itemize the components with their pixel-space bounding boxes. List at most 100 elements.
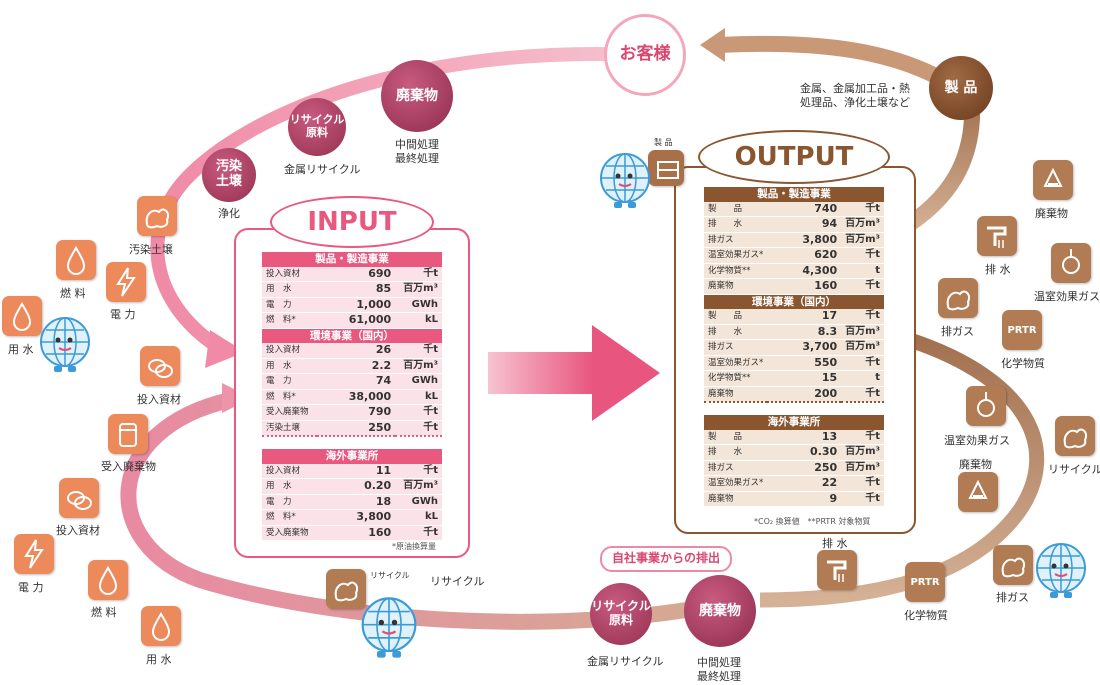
prtr-icon-2-label: 化学物質 [904, 609, 948, 622]
row-label: 廃棄物 [708, 281, 734, 291]
customer-label: お客様 [619, 44, 671, 65]
treatment-top-label: 中間処理 最終処理 [395, 138, 439, 166]
row-label: 投入資材 [266, 268, 301, 279]
product-node-label: 製 品 [944, 79, 978, 96]
row-unit: 千t [865, 430, 880, 442]
waste-icon [1033, 160, 1073, 200]
section-header: 製品・製造事業 [262, 252, 442, 267]
bottom-arc [120, 392, 742, 630]
power-icon-label: 電 力 [110, 308, 136, 321]
row-value: 13 [821, 429, 838, 443]
drain-icon [977, 216, 1017, 256]
table-row: 排ガス 3,800 百万m³ [704, 232, 884, 248]
treatment-bottom-label: 中間処理 最終処理 [697, 656, 741, 684]
row-label: 排ガス [708, 462, 734, 473]
row-unit: 千t [865, 310, 880, 321]
row-unit: 千t [423, 526, 438, 538]
row-value: 22 [821, 476, 838, 489]
row-label: 用 水 [266, 481, 292, 491]
recycle-small-label: リサイクル [370, 571, 410, 580]
purification-label: 浄化 [218, 207, 240, 220]
row-unit: 千t [423, 267, 438, 279]
fuel-icon-2-label: 燃 料 [91, 606, 117, 619]
row-value: 11 [375, 463, 392, 477]
material-icon-2 [59, 478, 99, 518]
row-unit: 百万m³ [845, 218, 880, 229]
product-icon [648, 150, 684, 186]
row-value: 15 [821, 371, 838, 384]
row-unit: t [875, 264, 880, 276]
row-value: 74 [375, 374, 392, 387]
fuel-icon [56, 240, 96, 280]
row-unit: 千t [423, 421, 438, 433]
material-icon-2-label: 投入資材 [56, 524, 100, 537]
row-label: 投入資材 [266, 345, 301, 355]
row-unit: 百万m³ [403, 480, 438, 491]
water-icon-2 [141, 606, 181, 646]
output-panel [674, 166, 916, 534]
row-unit: 百万m³ [845, 341, 880, 352]
section-header: 環境事業（国内） [704, 294, 884, 309]
row-unit: 百万m³ [403, 359, 438, 371]
section-header: 環境事業（国内） [262, 328, 442, 343]
recycle-icon-right [1055, 416, 1095, 456]
row-unit: 千t [865, 356, 880, 368]
fuel-icon-2 [88, 560, 128, 600]
prtr-icon-2: PRTR [905, 562, 945, 602]
row-value: 9 [829, 491, 838, 505]
exhaust-icon-2-label: 排ガス [996, 591, 1029, 604]
recycle-right-label: リサイクル [1048, 463, 1100, 476]
customer-node: お客様 [604, 14, 686, 96]
input-title: INPUT [270, 196, 434, 248]
input-panel [234, 228, 470, 558]
product-node: 製 品 [929, 56, 993, 120]
row-unit: 千t [865, 492, 880, 504]
product-description: 金属、金属加工品・熱 処理品、浄化土壌など [800, 82, 910, 110]
row-value: 3,800 [802, 232, 838, 246]
row-value: 0.20 [364, 479, 392, 492]
row-unit: 千t [865, 387, 880, 399]
row-value: 790 [368, 405, 392, 418]
row-value: 18 [375, 494, 392, 508]
globe-mascot-right [1036, 543, 1086, 598]
section-header: 製品・製造事業 [704, 187, 884, 202]
recycled-material-bottom-node: リサイクル 原料 [590, 583, 652, 645]
waste-icon-2-label: 廃棄物 [959, 458, 992, 471]
output-note: *CO₂ 換算値 **PRTR 対象物質 [754, 517, 871, 526]
row-value: 3,700 [802, 340, 838, 353]
section-header-row: 製品・製造事業 [704, 187, 884, 202]
exhaust-icon [938, 278, 978, 318]
section-header: 海外事業所 [704, 415, 884, 430]
row-unit: 千t [865, 477, 880, 488]
row-label: 排ガス [708, 234, 734, 245]
row-value: 26 [375, 343, 392, 356]
row-unit: 千t [865, 202, 880, 214]
globe-mascot-output [600, 153, 650, 208]
row-value: 3,800 [356, 510, 392, 523]
row-unit: GWh [411, 298, 438, 310]
row-value: 200 [814, 386, 838, 400]
row-unit: 百万m³ [845, 461, 880, 473]
row-unit: GWh [411, 375, 438, 386]
ghg-icon-2 [966, 386, 1006, 426]
waste-bottom-node: 廃棄物 [684, 575, 756, 647]
waste-top-node: 廃棄物 [381, 60, 453, 132]
row-label: 燃 料* [266, 315, 296, 325]
row-unit: GWh [411, 495, 438, 507]
prtr-icon: PRTR [1002, 310, 1042, 350]
fuel-icon-label: 燃 料 [60, 287, 86, 300]
ghg-icon-2-label: 温室効果ガス [944, 434, 1010, 447]
row-unit: 百万m³ [845, 233, 880, 245]
ghg-icon-label: 温室効果ガス [1034, 290, 1100, 303]
row-label: 化学物質** [708, 265, 751, 276]
